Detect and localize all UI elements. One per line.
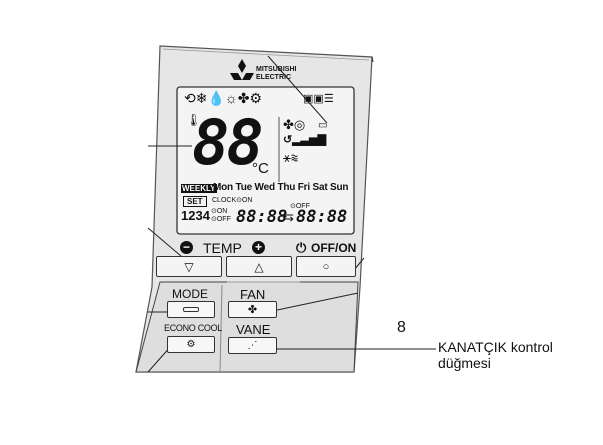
econo-cool-label: ECONO COOL	[164, 323, 223, 333]
fan-label: FAN	[240, 287, 266, 302]
transfer-arrow: ⇆	[283, 209, 294, 224]
vane-button[interactable]: ⋰	[228, 337, 277, 354]
annotation-number: 8	[397, 319, 406, 336]
off-small: ⊙OFF	[211, 216, 231, 223]
temp-label: TEMP	[203, 240, 242, 256]
power-button[interactable]: ○	[296, 256, 356, 277]
lock-icon: ▣	[313, 93, 324, 105]
dry-mode-icon: 💧	[207, 90, 225, 106]
econo-cool-icon: ⚙	[249, 90, 263, 106]
dash-icon	[183, 307, 199, 312]
time-right: 88:88	[296, 207, 348, 227]
off-on-label: OFF/ON	[311, 241, 357, 255]
temperature-unit: °C	[252, 160, 269, 177]
set-badge: SET	[183, 196, 207, 207]
brand-line1: MITSUBISHI	[256, 66, 297, 73]
temperature-display: 88	[192, 106, 264, 179]
off-label: ⊙OFF	[290, 203, 310, 210]
cool-mode-icon: ❄	[195, 90, 208, 106]
auto-mode-icon: ⟲	[184, 90, 196, 106]
power-icon: ⏻	[296, 240, 307, 255]
weekly-badge: WEEKLY	[181, 184, 217, 193]
signal-icon: ☰	[323, 93, 334, 105]
temp-up-icon: +	[252, 241, 265, 254]
temp-down-icon: −	[180, 241, 193, 254]
battery-icon: ▭	[318, 120, 328, 131]
chevron-up-icon: △	[254, 259, 264, 274]
vane-label: VANE	[236, 322, 271, 337]
mode-button[interactable]	[167, 301, 215, 318]
fan-icon: ✤	[247, 304, 258, 316]
weekdays: Mon Tue Wed Thu Fri Sat Sun	[213, 182, 349, 193]
econo-cool-button[interactable]: ⚙	[167, 336, 215, 353]
econo-cool-button-icon: ⚙	[186, 339, 196, 350]
annotation-line2: düğmesi	[438, 355, 491, 371]
brand-line2: ELECTRIC	[256, 74, 291, 81]
fan-speed-indicator: ✤◎	[283, 117, 306, 132]
circle-icon: ○	[322, 260, 330, 273]
fan-bars-icon: ↺▂▃▅▇	[283, 134, 327, 146]
lcd-screen	[176, 86, 355, 235]
mode-icons-row: ⟲❄💧☼✤⚙	[184, 90, 262, 106]
mitsubishi-logo-icon	[230, 59, 254, 80]
mode-label: MODE	[172, 287, 208, 301]
annotation-line1: KANATÇIK kontrol	[438, 339, 553, 355]
chevron-down-icon: ▽	[184, 259, 194, 274]
fan-mode-icon: ✤	[237, 90, 250, 106]
thermometer-icon: 🌡	[186, 113, 202, 127]
i-see-icon: ▣	[303, 93, 314, 105]
fan-button[interactable]: ✤	[228, 301, 277, 318]
status-icons-row: ▣▣☰	[303, 92, 334, 105]
clock-on-label: CLOCK⊙ON	[212, 197, 253, 204]
program-numbers: 1234	[181, 208, 210, 223]
vane-position-icon: ⚹≋	[283, 150, 299, 165]
vane-icon: ⋰	[247, 340, 258, 351]
time-left: 88:88	[236, 207, 288, 227]
temp-down-button[interactable]: ▽	[156, 256, 222, 277]
on-small: ⊙ON	[211, 208, 228, 215]
temp-up-button[interactable]: △	[226, 256, 292, 277]
heat-mode-icon: ☼	[224, 90, 238, 106]
